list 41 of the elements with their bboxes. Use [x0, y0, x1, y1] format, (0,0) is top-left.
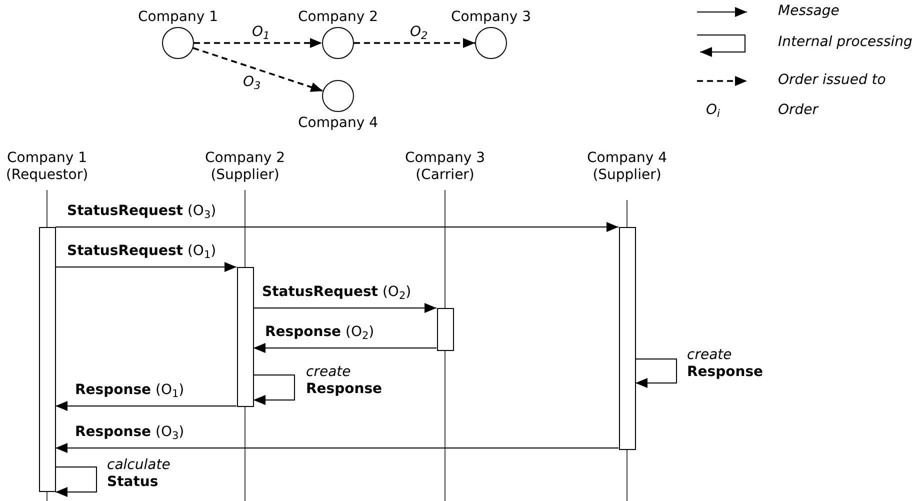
message-arrow — [55, 443, 619, 453]
edge-label: StatusRequest (O$_{2}$) — [262, 284, 412, 301]
legend-text: Order — [778, 102, 818, 119]
activation-bar — [38, 227, 56, 492]
edge-label: O$_{3}$ — [243, 74, 261, 91]
message-arrow — [55, 401, 237, 411]
dashed-arrow — [194, 38, 322, 48]
activation-bar — [236, 267, 254, 407]
edge-label: create Response — [306, 364, 382, 398]
message-arrow — [253, 303, 437, 313]
company-name: Company 3 — [451, 9, 531, 26]
edge-label: calculate Status — [107, 457, 170, 491]
legend-text: Order issued to — [778, 72, 886, 89]
legend-text: Message — [778, 3, 840, 20]
self-message-arrow — [55, 466, 97, 497]
activation-bar — [618, 227, 636, 450]
company-name: Company 2 — [298, 9, 378, 26]
company-name: Company 1 — [138, 9, 218, 26]
dashed-arrow — [354, 38, 475, 48]
lifeline-header: Company 2 (Supplier) — [204, 150, 286, 184]
message-arrow — [55, 262, 237, 272]
message-arrow — [55, 222, 619, 232]
edge-label: O$_{1}$ — [252, 24, 270, 41]
edge-label: StatusRequest (O$_{3}$) — [67, 203, 216, 220]
edge-label: Response (O$_{1}$) — [75, 382, 184, 399]
legend-text: Internal processing — [778, 34, 912, 51]
edge-label: Response (O$_{2}$) — [265, 324, 374, 341]
dashed-arrow — [192, 47, 324, 92]
legend-symbol: O$_{i}$ — [706, 102, 720, 119]
edge-label: create Response — [687, 347, 764, 381]
lifeline-header: Company 3 (Carrier) — [404, 150, 486, 184]
self-message-arrow — [635, 358, 677, 388]
lifeline-header: Company 4 (Supplier) — [586, 150, 668, 184]
activation-bar — [436, 308, 454, 351]
company-name: Company 4 — [298, 115, 378, 132]
self-message-arrow — [253, 374, 295, 405]
message-arrow — [253, 343, 437, 353]
edge-label: StatusRequest (O$_{1}$) — [67, 243, 216, 260]
lifeline-header: Company 1 (Requestor) — [4, 150, 90, 184]
edge-label: O$_{2}$ — [410, 24, 428, 41]
edge-label: Response (O$_{3}$) — [75, 424, 184, 441]
